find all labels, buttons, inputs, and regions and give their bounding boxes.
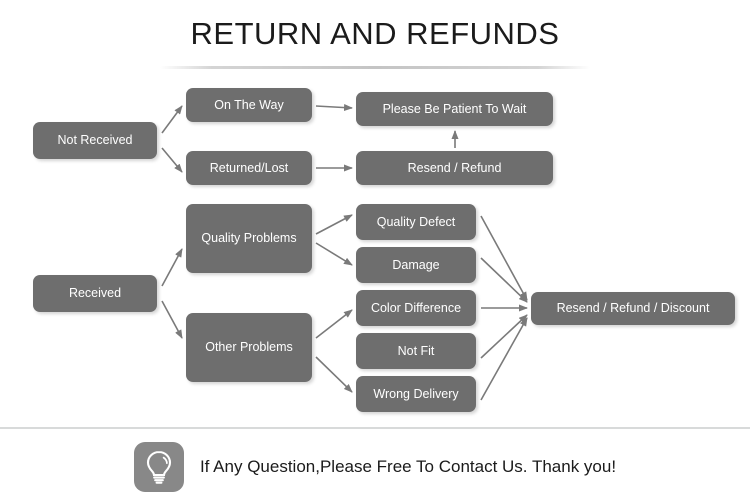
node-label: Returned/Lost (209, 160, 289, 175)
node-label: Resend / Refund (407, 160, 502, 175)
node-label: Not Fit (397, 343, 435, 358)
edge-on-the-way-to-please-be-patient (315, 104, 353, 112)
node-label: Other Problems (205, 340, 293, 354)
edge-wrong-delivery-to-resend-refund-discount (480, 317, 528, 401)
edge-quality-problems-to-damage (315, 242, 353, 266)
node-label: Quality Defect (376, 214, 456, 229)
node-on-the-way[interactable]: On The Way (186, 88, 312, 122)
node-label: Not Received (57, 133, 133, 147)
title-divider (160, 66, 590, 69)
node-label: Resend / Refund / Discount (556, 301, 710, 315)
node-label: Color Difference (370, 300, 462, 315)
edge-received-to-quality-problems (161, 248, 183, 287)
footer-message: If Any Question,Please Free To Contact U… (199, 456, 617, 476)
node-wrong-delivery[interactable]: Wrong Delivery (356, 376, 476, 412)
node-label: On The Way (214, 97, 284, 112)
node-label: Received (68, 286, 122, 300)
footer-divider (0, 427, 750, 429)
node-quality-problems[interactable]: Quality Problems (186, 204, 312, 273)
node-label: Quality Problems (201, 231, 297, 245)
edge-not-received-to-on-the-way (161, 105, 183, 134)
edge-quality-defect-to-resend-refund-discount (480, 215, 528, 301)
edge-quality-problems-to-quality-defect (315, 214, 353, 235)
page-title: RETURN AND REFUNDS (190, 16, 560, 51)
node-please-be-patient-to-wait[interactable]: Please Be Patient To Wait (356, 92, 553, 126)
node-label: Wrong Delivery (373, 386, 459, 401)
edge-damage-to-resend-refund-discount (480, 257, 528, 303)
flowchart: Not Received On The Way Returned/Lost Pl… (33, 88, 735, 412)
node-label: Please Be Patient To Wait (382, 101, 527, 116)
edge-received-to-other-problems (161, 300, 183, 339)
footer: If Any Question,Please Free To Contact U… (0, 433, 750, 500)
node-not-fit[interactable]: Not Fit (356, 333, 476, 369)
node-other-problems[interactable]: Other Problems (186, 313, 312, 382)
edge-not-received-to-returned-lost (161, 147, 183, 173)
node-color-difference[interactable]: Color Difference (356, 290, 476, 326)
node-not-received[interactable]: Not Received (33, 122, 157, 159)
title-area: RETURN AND REFUNDS (0, 14, 750, 54)
flowchart-connectors (161, 104, 528, 401)
node-resend-refund[interactable]: Resend / Refund (356, 151, 553, 185)
edge-other-problems-to-wrong-delivery (315, 356, 353, 393)
edge-other-problems-to-color-difference (315, 309, 353, 339)
node-quality-defect[interactable]: Quality Defect (356, 204, 476, 240)
node-returned-lost[interactable]: Returned/Lost (186, 151, 312, 185)
node-label: Damage (392, 257, 440, 272)
node-damage[interactable]: Damage (356, 247, 476, 283)
node-received[interactable]: Received (33, 275, 157, 312)
lightbulb-icon (133, 441, 184, 492)
node-resend-refund-discount[interactable]: Resend / Refund / Discount (531, 292, 735, 325)
edge-not-fit-to-resend-refund-discount (480, 314, 528, 359)
